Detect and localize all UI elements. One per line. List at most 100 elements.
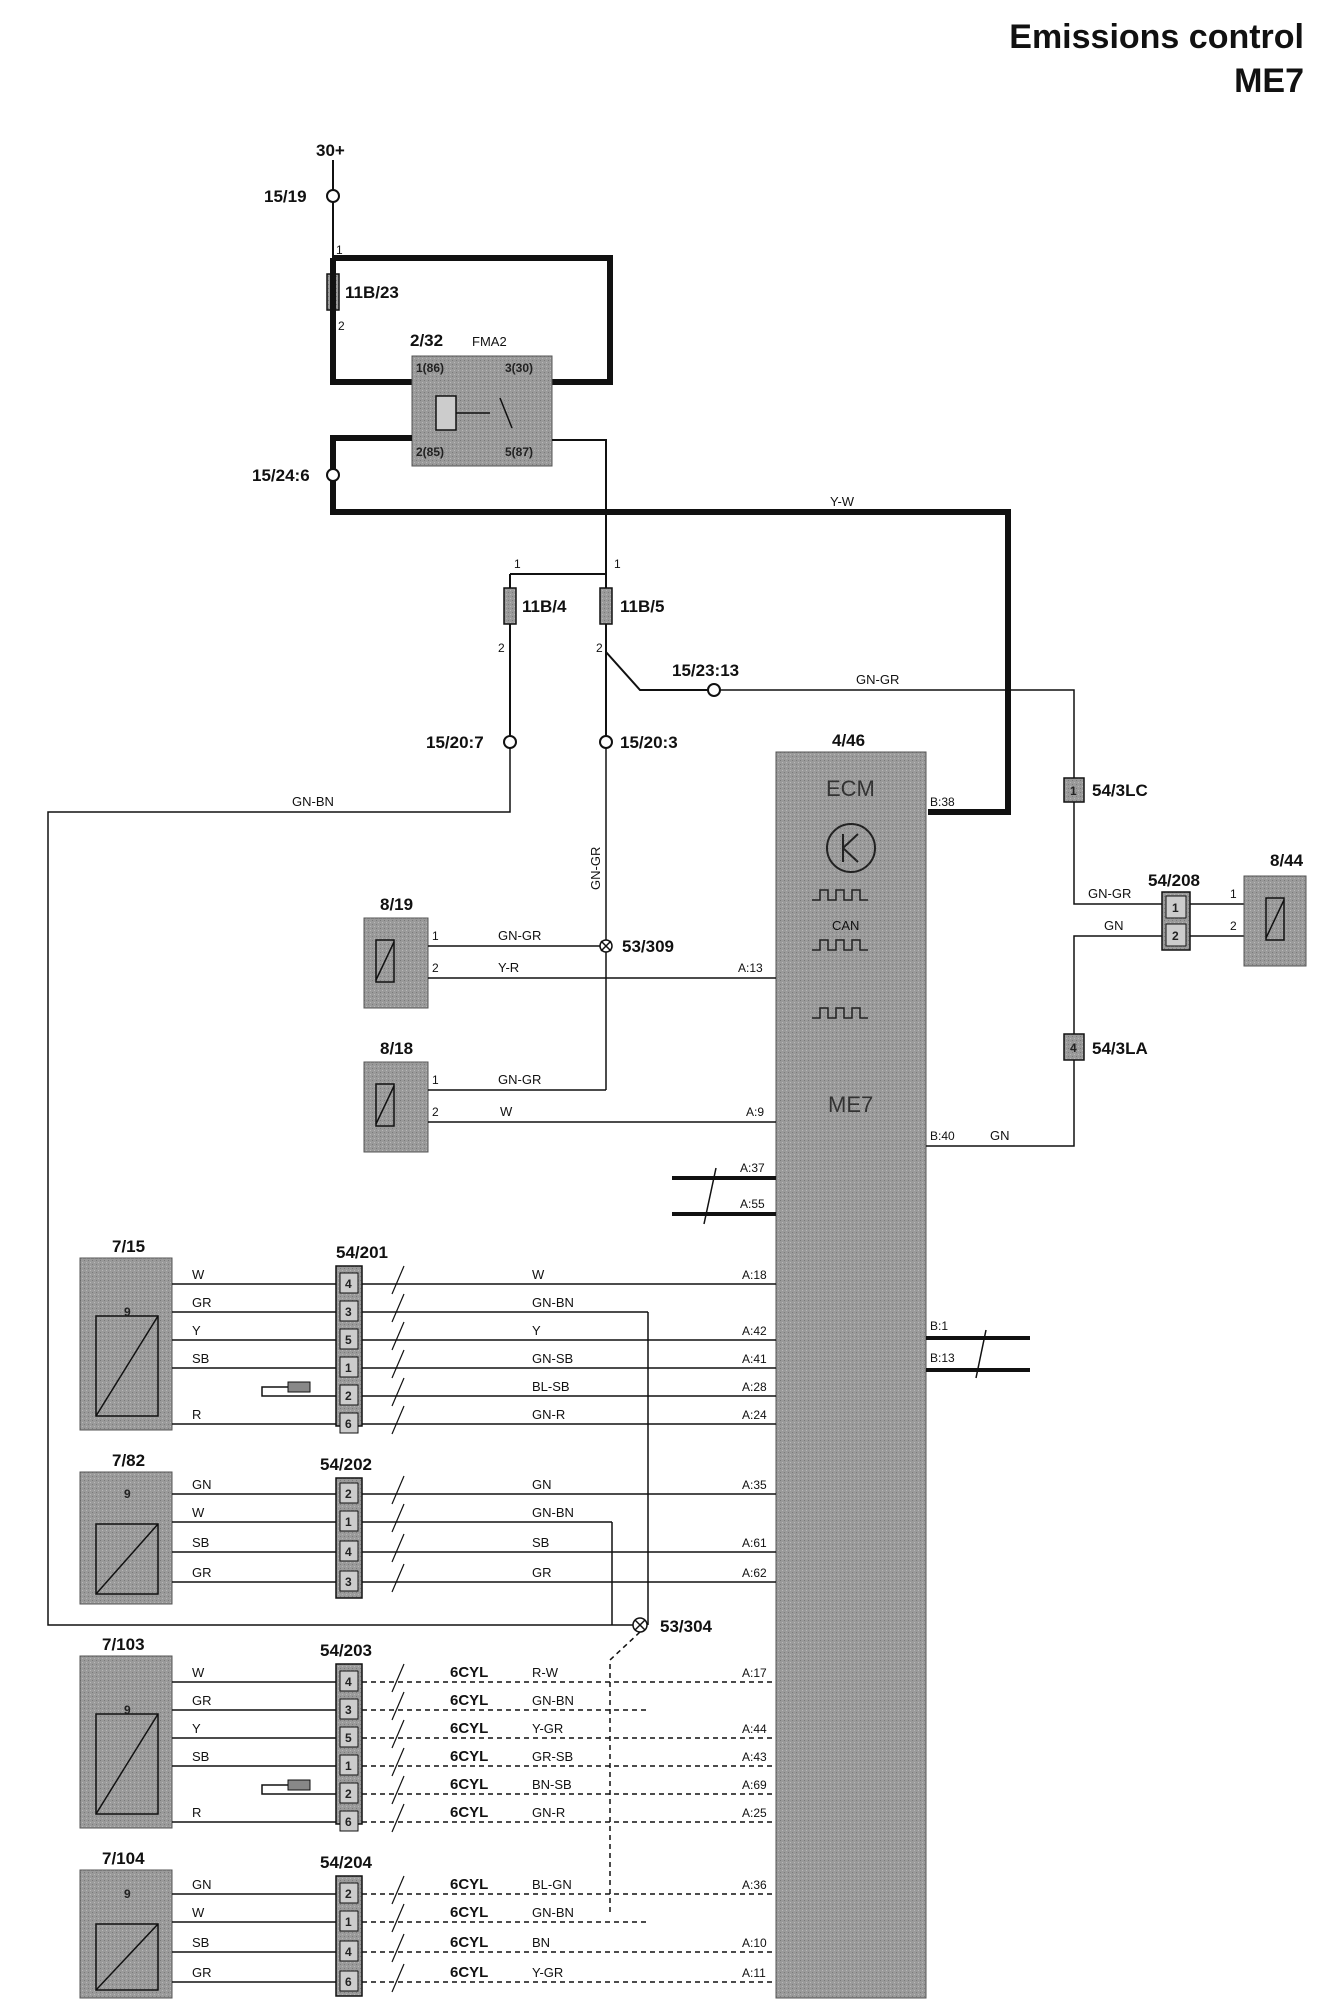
wire-left-label: GR <box>192 1565 212 1580</box>
node-15-20-7 <box>503 735 517 749</box>
ecm-engine-icon <box>826 823 876 873</box>
variant-label: 6CYL <box>450 1904 488 1921</box>
wire-right-label: GN <box>532 1477 552 1492</box>
sensor-7-103-label: 7/103 <box>102 1635 145 1654</box>
svg-text:3(30): 3(30) <box>505 361 533 375</box>
wire-relay-86 <box>330 258 422 385</box>
node-15-20-3-label: 15/20:3 <box>620 733 678 752</box>
ecm-pin-label: A:69 <box>742 1778 767 1792</box>
connector-54-202-label: 54/202 <box>320 1455 372 1474</box>
wire-y-w-label: Y-W <box>830 494 855 509</box>
node-15-23-13-label: 15/23:13 <box>672 661 739 680</box>
sensor-pin-label: 9 <box>124 1887 131 1901</box>
wire-gn-bn-label: GN-BN <box>292 794 334 809</box>
connector-pin-label: 6 <box>345 1417 352 1431</box>
connector-pin <box>339 1570 359 1592</box>
diagram-subtitle: ME7 <box>1234 62 1304 100</box>
connector-54-201-label: 54/201 <box>336 1243 388 1262</box>
svg-text:B:40: B:40 <box>930 1129 955 1143</box>
svg-text:GN: GN <box>990 1128 1010 1143</box>
sensor-7-15-label: 7/15 <box>112 1237 145 1256</box>
ecm-pin-label: A:36 <box>742 1878 767 1892</box>
connector-pin-label: 2 <box>345 1389 352 1403</box>
svg-text:2: 2 <box>1172 929 1179 943</box>
connector-54-3la-label: 54/3LA <box>1092 1039 1148 1058</box>
wire-right-label: GN-R <box>532 1805 565 1820</box>
fuse-11b-23-label: 11B/23 <box>345 283 399 302</box>
shield-resistor <box>287 1779 311 1791</box>
wire-left-label: Y <box>192 1721 201 1736</box>
wire-gn-208 <box>1073 935 1162 1034</box>
connector-pin <box>339 1510 359 1532</box>
connector-pin-label: 5 <box>345 1333 352 1347</box>
svg-text:1(86): 1(86) <box>416 361 444 375</box>
wire-y-w <box>330 481 1011 815</box>
connector-pin-label: 3 <box>345 1305 352 1319</box>
connector-pin-label: 1 <box>345 1515 352 1529</box>
svg-text:B:38: B:38 <box>930 795 955 809</box>
connector-pin <box>339 1272 359 1294</box>
svg-text:2: 2 <box>338 319 345 333</box>
wire-right-label: SB <box>532 1535 549 1550</box>
sensor-pin-label: 9 <box>124 1305 131 1319</box>
variant-label: 6CYL <box>450 1720 488 1737</box>
wire-53-304-6cyl <box>609 1631 641 1912</box>
wire-left-label: GR <box>192 1693 212 1708</box>
variant-label: 6CYL <box>450 1664 488 1681</box>
connector-pin-label: 6 <box>345 1975 352 1989</box>
ecm-pin-label: A:24 <box>742 1408 767 1422</box>
shield-resistor <box>287 1381 311 1393</box>
node-15-19 <box>326 189 340 203</box>
ecm-name-label: ECM <box>826 776 875 801</box>
wire-right-label: BN <box>532 1935 550 1950</box>
wire-left-label: GN <box>192 1477 212 1492</box>
wire-a37-a55 <box>672 1176 776 1216</box>
variant-label: 6CYL <box>450 1748 488 1765</box>
wire-right-label: GN-BN <box>532 1295 574 1310</box>
svg-text:2: 2 <box>1230 919 1237 933</box>
junction-53-304-label: 53/304 <box>660 1617 713 1636</box>
wire-left-label: R <box>192 1805 201 1820</box>
connector-54-203-label: 54/203 <box>320 1641 372 1660</box>
sensor-group-7-103: 7/103 54/203 <box>79 1635 372 1829</box>
svg-text:A:37: A:37 <box>740 1161 765 1175</box>
connector-pin <box>339 1698 359 1720</box>
connector-pin-label: 6 <box>345 1815 352 1829</box>
connector-pin-label: 4 <box>345 1545 352 1559</box>
connector-54-204-label: 54/204 <box>320 1853 373 1872</box>
sensor-group-7-104: 7/104 54/204 <box>79 1849 373 1999</box>
ecm-pin-label: A:44 <box>742 1722 767 1736</box>
component-8-18 <box>363 1061 429 1153</box>
sensor-group-7-82: 7/82 54/202 <box>79 1451 372 1605</box>
svg-text:GN-GR: GN-GR <box>498 1072 541 1087</box>
sensor-7-82-label: 7/82 <box>112 1451 145 1470</box>
variant-label: 6CYL <box>450 1804 488 1821</box>
diagram-title: Emissions control <box>1009 18 1304 56</box>
wire-gn-b40 <box>926 1060 1075 1147</box>
component-8-19-label: 8/19 <box>380 895 413 914</box>
svg-text:1: 1 <box>1230 887 1237 901</box>
svg-text:1: 1 <box>614 557 621 571</box>
connector-pin <box>339 1328 359 1350</box>
connector-pin <box>339 1910 359 1932</box>
wire-relay-87 <box>552 439 607 574</box>
component-8-44-label: 8/44 <box>1270 851 1304 870</box>
relay-fma2-label: FMA2 <box>472 334 507 349</box>
variant-label: 6CYL <box>450 1934 488 1951</box>
ecm-pin-label: A:35 <box>742 1478 767 1492</box>
connector-pin <box>339 1810 359 1832</box>
connector-pin-label: 4 <box>345 1277 352 1291</box>
sensor-pin-label: 9 <box>124 1703 131 1717</box>
sensor-7-104-label: 7/104 <box>102 1849 145 1868</box>
ecm-pin-label: A:61 <box>742 1536 767 1550</box>
wire-left-label: W <box>192 1267 205 1282</box>
connector-pin <box>339 1754 359 1776</box>
svg-text:A:55: A:55 <box>740 1197 765 1211</box>
svg-text:W: W <box>500 1104 513 1119</box>
ecm-can-label: CAN <box>832 918 859 933</box>
connector-pin-label: 1 <box>345 1361 352 1375</box>
wire-left-label: W <box>192 1665 205 1680</box>
wire-right-label: Y <box>532 1323 541 1338</box>
svg-text:2: 2 <box>498 641 505 655</box>
